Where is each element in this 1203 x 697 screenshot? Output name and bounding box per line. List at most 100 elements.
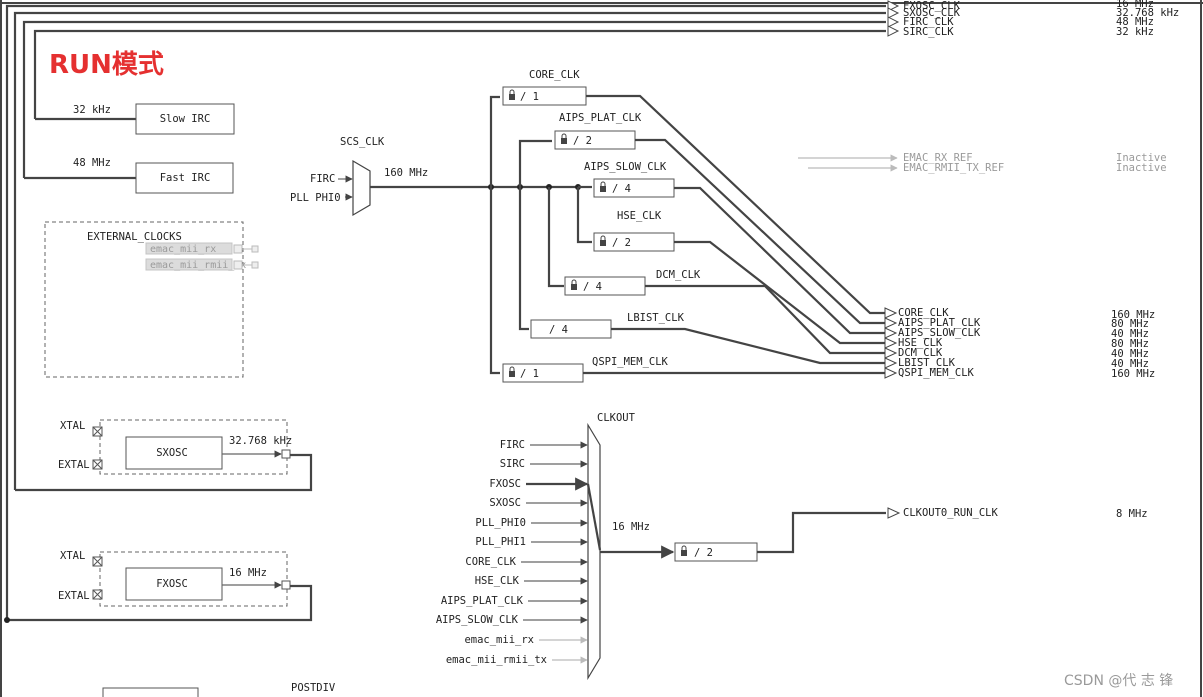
fxosc-extal-label: EXTAL — [58, 590, 90, 602]
wire-firc-bus — [22, 20, 886, 178]
clkout-input-4: PLL_PHI0 — [475, 517, 526, 529]
fxosc-label: FXOSC — [156, 578, 188, 590]
clkout-input-5: PLL_PHI1 — [475, 536, 526, 548]
clkout-input-9: AIPS_SLOW_CLK — [436, 614, 519, 626]
top-output-label-3: SIRC_CLK — [903, 26, 954, 38]
bus-out-freq-0: 160 MHz — [1111, 309, 1155, 321]
slow-irc-block[interactable] — [135, 103, 235, 135]
emac-rx-ref-label: EMAC_RX_REF — [903, 152, 973, 164]
clkout-title: CLKOUT — [597, 412, 636, 424]
divider-dcm-value: / 4 — [583, 281, 602, 293]
bus-output-arrows — [884, 307, 898, 379]
top-output-label-2: FIRC_CLK — [903, 16, 954, 28]
scs-mux[interactable] — [352, 159, 371, 217]
external-clocks-box — [44, 221, 244, 378]
bus-out-label-2: AIPS_SLOW_CLK — [898, 327, 981, 339]
divider-qspi-name: QSPI_MEM_CLK — [592, 356, 669, 368]
scs-input-1: PLL PHI0 — [290, 192, 341, 204]
bus-out-label-5: LBIST_CLK — [898, 357, 956, 369]
top-output-arrows — [887, 0, 900, 37]
top-output-freq-2: 48 MHz — [1116, 16, 1154, 28]
clkout-input-wires — [521, 441, 589, 664]
ext-clock-label-0: emac_mii_rx — [150, 244, 216, 255]
fxosc-pins[interactable] — [92, 556, 103, 600]
divider-lbist[interactable] — [530, 319, 612, 339]
clkout-output-freq: 8 MHz — [1116, 508, 1148, 520]
clkout-out-arrow — [887, 507, 901, 519]
divider-hse[interactable] — [593, 232, 675, 252]
divider-qspi[interactable] — [502, 363, 584, 383]
clkout-input-0: FIRC — [500, 439, 525, 451]
clkout-freq: 16 MHz — [612, 521, 650, 533]
branch-dcm — [547, 187, 564, 288]
fxosc-block[interactable] — [125, 567, 223, 601]
clkout-out-wire — [757, 511, 886, 554]
divider-aips-plat-value: / 2 — [573, 135, 592, 147]
divider-qspi-value: / 1 — [520, 368, 539, 380]
fxosc-freq: 16 MHz — [229, 567, 267, 579]
top-output-label-0: FXOSC_CLK — [903, 0, 961, 12]
clkout-output-name: CLKOUT0_RUN_CLK — [903, 507, 999, 519]
bus-out-label-0: CORE_CLK — [898, 307, 949, 319]
top-output-freq-3: 32 kHz — [1116, 26, 1154, 38]
scs-freq: 160 MHz — [384, 167, 428, 179]
divider-hse-name: HSE_CLK — [617, 210, 662, 222]
bus-out-label-6: QSPI_MEM_CLK — [898, 367, 975, 379]
clkout-mux[interactable] — [587, 422, 601, 681]
sxosc-pins[interactable] — [92, 426, 103, 470]
scs-input-0: FIRC — [310, 173, 335, 185]
bus-out-freq-3: 80 MHz — [1111, 338, 1149, 350]
branch-qspi — [489, 187, 500, 375]
wire-sxosc-bus — [13, 11, 886, 490]
clkout-divider-value: / 2 — [694, 547, 713, 559]
route-aips-plat — [635, 138, 885, 325]
branch-core — [489, 95, 500, 187]
bus-out-freq-4: 40 MHz — [1111, 348, 1149, 360]
clkout-input-1: SIRC — [500, 458, 525, 470]
divider-hse-value: / 2 — [612, 237, 631, 249]
sxosc-freq: 32.768 kHz — [229, 435, 292, 447]
wire-fxosc-return — [7, 584, 313, 622]
postdiv-label: POSTDIV — [291, 682, 336, 694]
ext-clock-item-0[interactable] — [145, 242, 233, 255]
bus-out-freq-1: 80 MHz — [1111, 318, 1149, 330]
sxosc-block[interactable] — [125, 436, 223, 470]
bus-out-label-1: AIPS_PLAT_CLK — [898, 317, 981, 329]
sxosc-label: SXOSC — [156, 447, 188, 459]
ext-clock-label-1: emac_mii_rmii_tx — [150, 260, 246, 271]
bus-out-label-4: DCM_CLK — [898, 347, 943, 359]
divider-aips-slow-value: / 4 — [612, 183, 631, 195]
clkout-divider[interactable] — [674, 542, 758, 562]
top-output-label-1: SXOSC_CLK — [903, 7, 961, 19]
divider-lbist-name: LBIST_CLK — [627, 312, 685, 324]
ext-clock-item-1[interactable] — [145, 258, 233, 271]
bus-out-label-3: HSE_CLK — [898, 337, 943, 349]
top-output-freq-1: 32.768 kHz — [1116, 7, 1179, 19]
route-dcm — [645, 284, 885, 355]
sxosc-port — [281, 449, 291, 459]
postdiv-block[interactable] — [102, 687, 199, 697]
bus-out-freq-5: 40 MHz — [1111, 358, 1149, 370]
clkout-input-10: emac_mii_rx — [464, 634, 534, 646]
watermark: CSDN @代 志 锋 — [1064, 673, 1173, 689]
slow-irc-freq: 32 kHz — [73, 104, 111, 116]
route-hse — [674, 240, 885, 345]
clkout-input-11: emac_mii_rmii_tx — [446, 654, 547, 666]
bus-out-freq-2: 40 MHz — [1111, 328, 1149, 340]
top-output-freq-0: 16 MHz — [1116, 0, 1154, 10]
wire-sxosc-return — [15, 453, 313, 492]
fxosc-xtal-label: XTAL — [60, 550, 85, 562]
divider-lbist-value: / 4 — [549, 324, 568, 336]
route-core — [586, 94, 885, 315]
fast-irc-block[interactable] — [135, 162, 234, 194]
divider-core[interactable] — [502, 86, 587, 106]
wire-fxosc-bus — [5, 4, 886, 620]
divider-aips-slow[interactable] — [593, 178, 675, 198]
branch-aips-plat — [518, 139, 552, 187]
mode-title: RUN模式 — [49, 50, 164, 80]
divider-dcm[interactable] — [564, 276, 646, 296]
divider-aips-plat[interactable] — [554, 130, 636, 150]
fast-irc-freq: 48 MHz — [73, 157, 111, 169]
